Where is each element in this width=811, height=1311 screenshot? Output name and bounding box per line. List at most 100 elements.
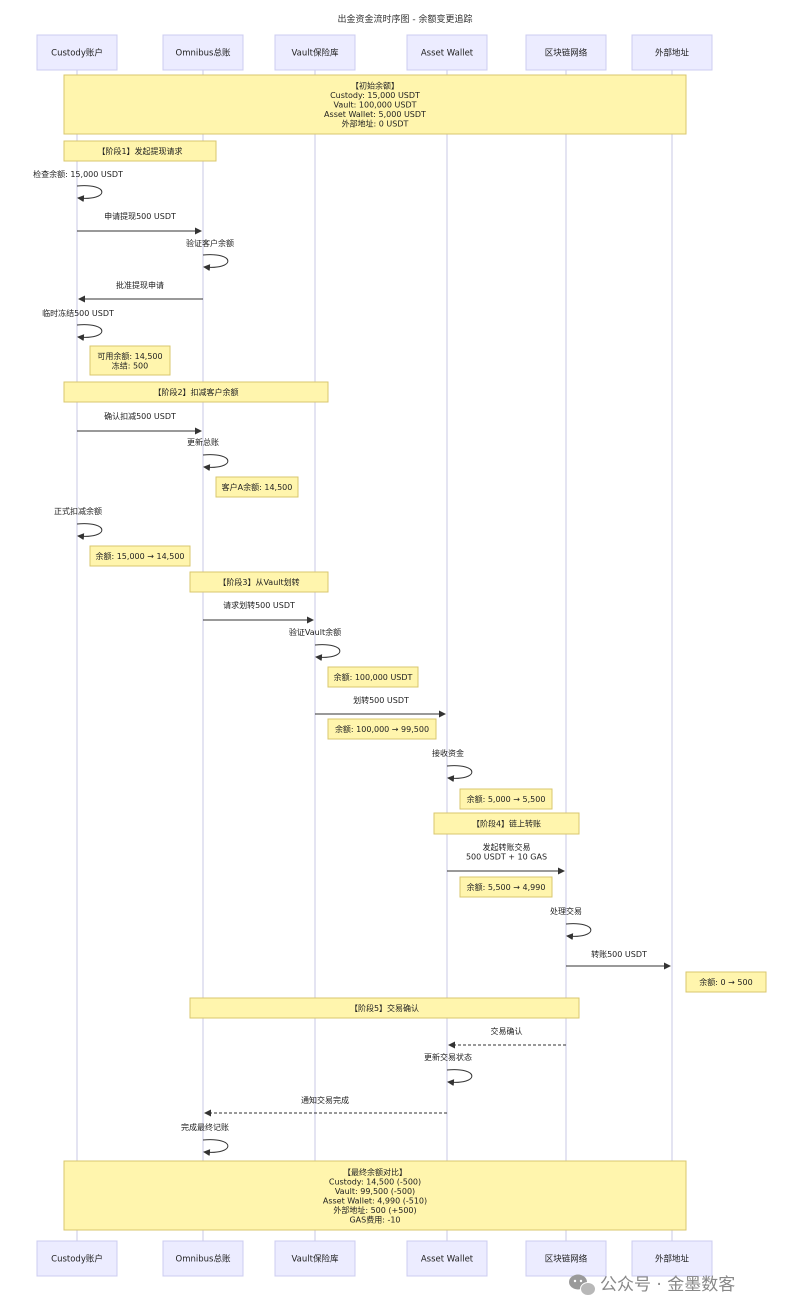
actor-label: 外部地址: [655, 1254, 690, 1265]
self-message-arrow: [76, 324, 103, 342]
self-message-arrow: [314, 644, 341, 662]
message-label: 通知交易完成: [301, 1095, 349, 1105]
note-box: [685, 971, 767, 993]
self-message: 更新交易状态: [424, 1052, 473, 1087]
note-box: [215, 476, 299, 498]
note-line: Custody: 14,500 (-500): [329, 1177, 421, 1186]
message-label: 正式扣减余额: [54, 506, 102, 516]
self-message-arrow: [446, 1069, 473, 1087]
note-line: 可用余额: 14,500: [97, 351, 162, 361]
message-label: 处理交易: [550, 906, 582, 916]
self-message: 完成最终记账: [181, 1122, 229, 1157]
actor-label: 区块链网络: [545, 1254, 588, 1265]
message-label: 验证Vault余额: [289, 627, 341, 637]
note-box: [459, 788, 553, 810]
note: 客户A余额: 14,500: [215, 476, 299, 498]
note-line: 【最终余额对比】: [343, 1167, 407, 1177]
self-message: 验证Vault余额: [289, 627, 341, 662]
message-label: 申请提现500 USDT: [104, 211, 176, 221]
actor-box: [274, 1240, 356, 1277]
note-line: Asset Wallet: 5,000 USDT: [324, 110, 426, 119]
note-box: [189, 997, 580, 1019]
note-line: GAS费用: -10: [349, 1214, 400, 1224]
actor-box: [36, 1240, 118, 1277]
message-label: 批准提现申请: [116, 280, 164, 290]
note-line: 【阶段4】链上转账: [472, 819, 541, 829]
actor-label: Vault保险库: [292, 48, 339, 59]
actor-box: [162, 34, 244, 71]
actor-box: [406, 1240, 488, 1277]
message: 确认扣减500 USDT: [77, 411, 202, 435]
message-label: 更新总账: [187, 437, 219, 447]
note-line: Vault: 100,000 USDT: [333, 101, 416, 110]
note-line: 余额: 5,000 → 5,500: [467, 794, 546, 804]
actor-label: Omnibus总账: [176, 48, 231, 59]
note-line: 客户A余额: 14,500: [222, 482, 293, 492]
note-box: [63, 381, 329, 403]
self-message: 处理交易: [550, 906, 592, 941]
message: 申请提现500 USDT: [77, 211, 202, 235]
message: 转账500 USDT: [566, 949, 671, 970]
note: 余额: 5,500 → 4,990: [459, 876, 553, 898]
actor-label: Vault保险库: [292, 1254, 339, 1265]
note-box: [189, 571, 329, 593]
actor-label: 区块链网络: [545, 48, 588, 59]
self-message: 更新总账: [187, 437, 229, 472]
actor-label: Asset Wallet: [421, 49, 474, 59]
diagram-title: 出金资金流时序图 - 余额变更追踪: [338, 13, 473, 25]
message: 请求划转500 USDT: [203, 600, 314, 624]
note-box: [63, 140, 217, 162]
watermark: 公众号 · 金墨数客: [569, 1274, 735, 1296]
note-box: [459, 876, 553, 898]
note-line: 冻结: 500: [112, 360, 149, 370]
actor-box: [274, 34, 356, 71]
note-line: 余额: 100,000 USDT: [334, 672, 413, 682]
self-message-arrow: [202, 254, 229, 272]
self-message-arrow: [565, 923, 592, 941]
note-box: [63, 74, 687, 135]
message: 划转500 USDT: [315, 695, 446, 718]
note: 余额: 15,000 → 14,500: [89, 545, 191, 567]
message-label: 发起转账交易: [483, 842, 531, 852]
note: 【阶段4】链上转账: [433, 812, 580, 835]
note: 余额: 100,000 → 99,500: [327, 718, 437, 740]
note-line: 【阶段3】从Vault划转: [218, 577, 299, 587]
note-box: [89, 545, 191, 567]
message-label: 交易确认: [491, 1026, 523, 1036]
note: 【阶段5】交易确认: [189, 997, 580, 1019]
message-label: 完成最终记账: [181, 1122, 229, 1132]
note-box: [63, 1160, 687, 1231]
actor-label: Omnibus总账: [176, 1254, 231, 1265]
actor-box: [631, 1240, 713, 1277]
note: 余额: 0 → 500: [685, 971, 767, 993]
actor-label: Asset Wallet: [421, 1255, 474, 1265]
message-label: 500 USDT + 10 GAS: [466, 853, 547, 862]
note-line: Asset Wallet: 4,990 (-510): [323, 1196, 427, 1205]
actor-label: Custody账户: [51, 1254, 103, 1265]
note: 【最终余额对比】Custody: 14,500 (-500)Vault: 99,…: [63, 1160, 687, 1231]
note-box: [327, 666, 419, 688]
note: 【阶段2】扣减客户余额: [63, 381, 329, 403]
note: 【阶段1】发起提现请求: [63, 140, 217, 162]
wechat-icon: [569, 1274, 596, 1296]
message-label: 确认扣减500 USDT: [104, 411, 176, 421]
message: 通知交易完成: [204, 1095, 447, 1117]
actor-box: [406, 34, 488, 71]
self-message: 正式扣减余额: [54, 506, 103, 541]
note-line: 外部地址: 0 USDT: [342, 119, 409, 129]
note-line: Custody: 15,000 USDT: [330, 91, 420, 100]
self-message-arrow: [76, 523, 103, 541]
watermark-text: 公众号 · 金墨数客: [600, 1275, 735, 1295]
note-line: 余额: 5,500 → 4,990: [467, 882, 546, 892]
self-message-arrow: [202, 1139, 229, 1157]
message-label: 转账500 USDT: [591, 949, 647, 959]
note-line: Vault: 99,500 (-500): [335, 1187, 415, 1196]
note-line: 余额: 15,000 → 14,500: [95, 551, 184, 561]
message-label: 临时冻结500 USDT: [42, 308, 114, 318]
note-box: [327, 718, 437, 740]
actor-box: [525, 34, 607, 71]
note-line: 余额: 100,000 → 99,500: [335, 724, 429, 734]
actor-box: [36, 34, 118, 71]
